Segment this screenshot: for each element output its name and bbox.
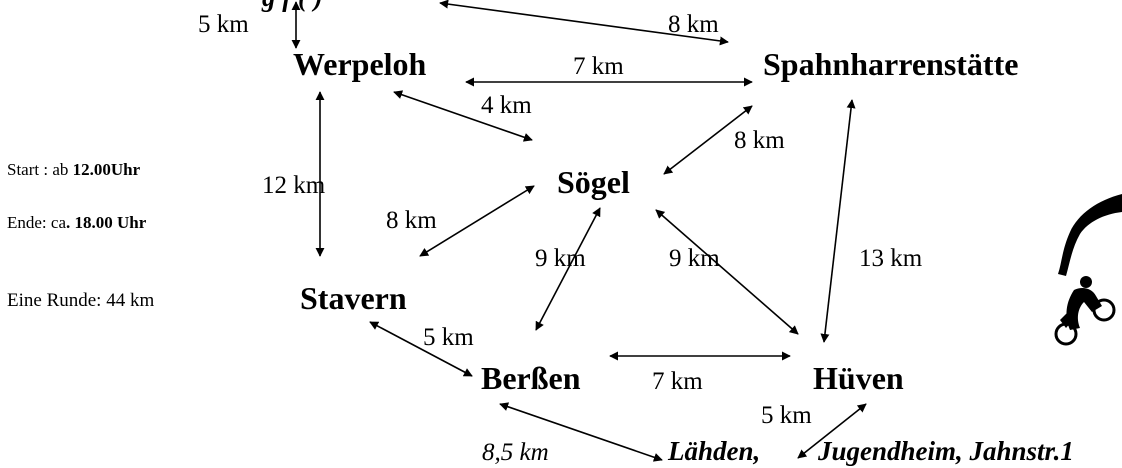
round-length: Eine Runde: 44 km: [7, 290, 155, 311]
arrow-soegel-hueven: [655, 209, 799, 335]
distance-berssen-hueven: 7 km: [652, 368, 703, 395]
distance-soegel-hueven: 9 km: [669, 245, 720, 272]
node-hueven: Hüven: [813, 360, 904, 396]
arrow-soegel-berssen: [535, 207, 601, 331]
distance-stavern-soegel: 8 km: [386, 207, 437, 234]
arrow-stavern-berssen: [369, 321, 473, 377]
distance-soegel-berssen: 9 km: [535, 245, 586, 272]
top-cutoff-text: g f ( ): [262, 0, 323, 11]
arrow-spahn-soegel: [663, 105, 753, 175]
distance-berssen-laehden: 8,5 km: [482, 439, 549, 466]
node-berssen: Berßen: [481, 360, 581, 396]
end-time: Ende: ca. 18.00 Uhr: [7, 214, 146, 231]
start-label: Start : ab: [7, 160, 73, 179]
distance-top-left: 5 km: [198, 11, 249, 38]
node-jugendheim: Jugendheim, Jahnstr.1: [818, 436, 1074, 466]
start-time: Start : ab 12.00Uhr: [7, 161, 140, 178]
distance-werpeloh-soegel: 4 km: [481, 92, 532, 119]
distance-werpeloh-spahn: 7 km: [573, 53, 624, 80]
node-werpeloh: Werpeloh: [293, 46, 427, 82]
distance-stavern-berssen: 5 km: [423, 324, 474, 351]
arrow-berssen-laehden: [499, 402, 663, 462]
node-laehden: Lähden,: [668, 436, 761, 466]
distance-hueven-jugendheim: 5 km: [761, 402, 812, 429]
arrow-werpeloh-soegel: [393, 90, 533, 142]
arrow-spahn-hueven: [820, 99, 856, 343]
arrow-stavern-soegel: [419, 185, 535, 257]
arrow-hueven-jugendheim: [797, 403, 867, 459]
node-soegel: Sögel: [557, 164, 630, 200]
end-value: . 18.00 Uhr: [66, 213, 147, 232]
distance-spahn-hueven: 13 km: [859, 245, 923, 272]
distance-spahn-soegel: 8 km: [734, 127, 785, 154]
distance-werpeloh-stavern: 12 km: [262, 172, 326, 199]
distance-top-right: 8 km: [668, 11, 719, 38]
node-stavern: Stavern: [300, 280, 407, 316]
start-value: 12.00Uhr: [72, 160, 141, 179]
node-spahnharrenstaette: Spahnharrenstätte: [763, 46, 1019, 82]
arrow-top-spahn: [439, 0, 729, 46]
end-label: Ende: ca: [7, 213, 66, 232]
